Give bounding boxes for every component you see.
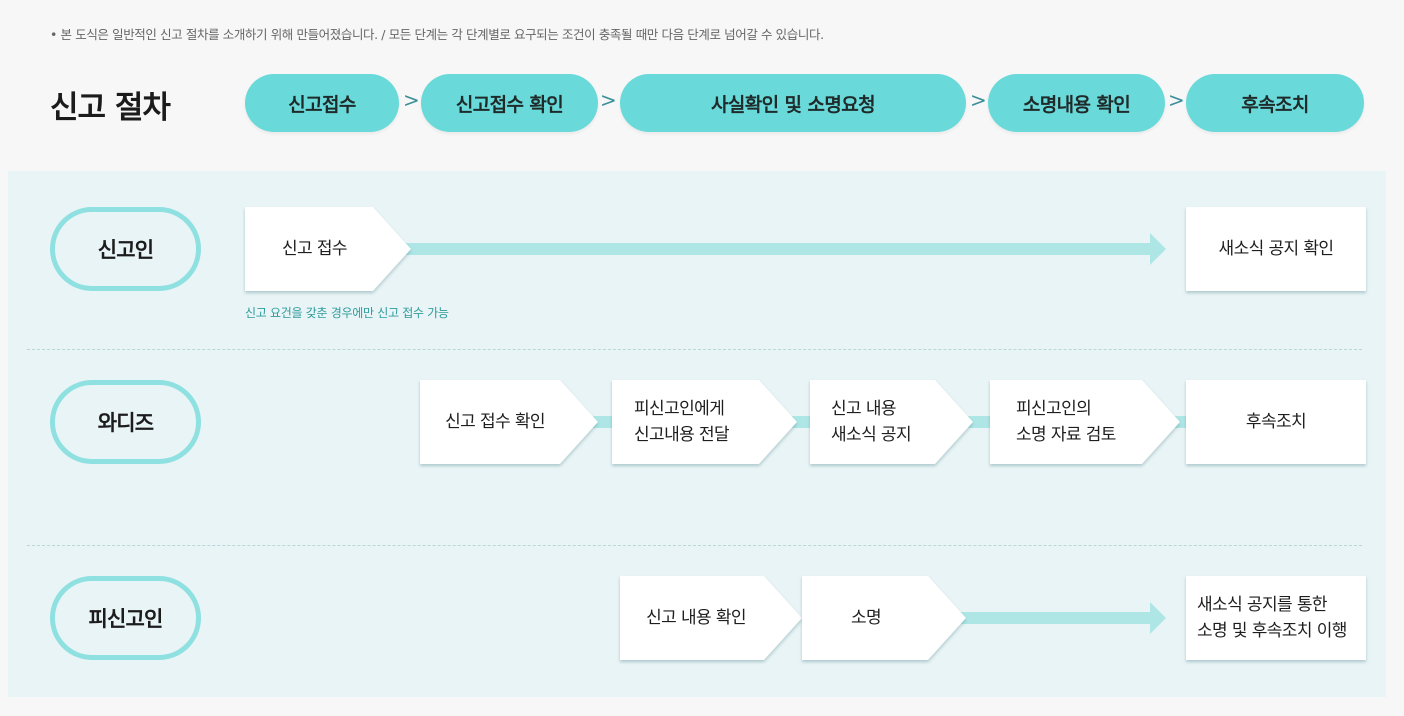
- step-check-report-content: 신고 내용 확인: [620, 576, 802, 660]
- role-badge-respondent: 피신고인: [50, 576, 201, 660]
- lane-note: 신고 요건을 갖춘 경우에만 신고 접수 가능: [245, 306, 449, 320]
- role-badge-wadiz: 와디즈: [50, 380, 201, 464]
- stage-fact-check-explanation-request: 사실확인 및 소명요청: [620, 74, 966, 132]
- step-confirm-report: 신고 접수 확인: [420, 380, 598, 464]
- lane-divider: [27, 545, 1362, 546]
- page-title: 신고 절차: [50, 90, 171, 126]
- chevron-right-icon: >: [403, 88, 420, 112]
- step-post-news-notice: 신고 내용 새소식 공지: [810, 380, 973, 464]
- step-deliver-to-respondent: 피신고인에게 신고내용 전달: [612, 380, 797, 464]
- step-report-submit: 신고 접수: [245, 207, 411, 291]
- role-badge-reporter: 신고인: [50, 207, 201, 291]
- arrow-right-icon: [1150, 602, 1166, 634]
- chevron-right-icon: >: [1168, 88, 1185, 112]
- stage-explanation-review: 소명내용 확인: [988, 74, 1165, 132]
- connector-arrow: [950, 612, 1152, 624]
- stage-follow-up: 후속조치: [1186, 74, 1364, 132]
- step-follow-up-action: 후속조치: [1186, 380, 1366, 464]
- chevron-right-icon: >: [600, 88, 617, 112]
- chevron-right-icon: >: [970, 88, 987, 112]
- step-execute-follow-up: 새소식 공지를 통한 소명 및 후속조치 이행: [1186, 576, 1366, 660]
- lane-divider: [27, 349, 1362, 350]
- notice-text: • 본 도식은 일반적인 신고 절차를 소개하기 위해 만들어졌습니다. / 모…: [50, 27, 824, 42]
- step-explanation: 소명: [802, 576, 966, 660]
- connector-arrow: [400, 243, 1152, 255]
- stage-report-confirmed: 신고접수 확인: [421, 74, 598, 132]
- arrow-right-icon: [1150, 233, 1166, 265]
- step-check-news-notice: 새소식 공지 확인: [1186, 207, 1366, 291]
- step-review-explanation: 피신고인의 소명 자료 검토: [990, 380, 1180, 464]
- stage-report-received: 신고접수: [245, 74, 399, 132]
